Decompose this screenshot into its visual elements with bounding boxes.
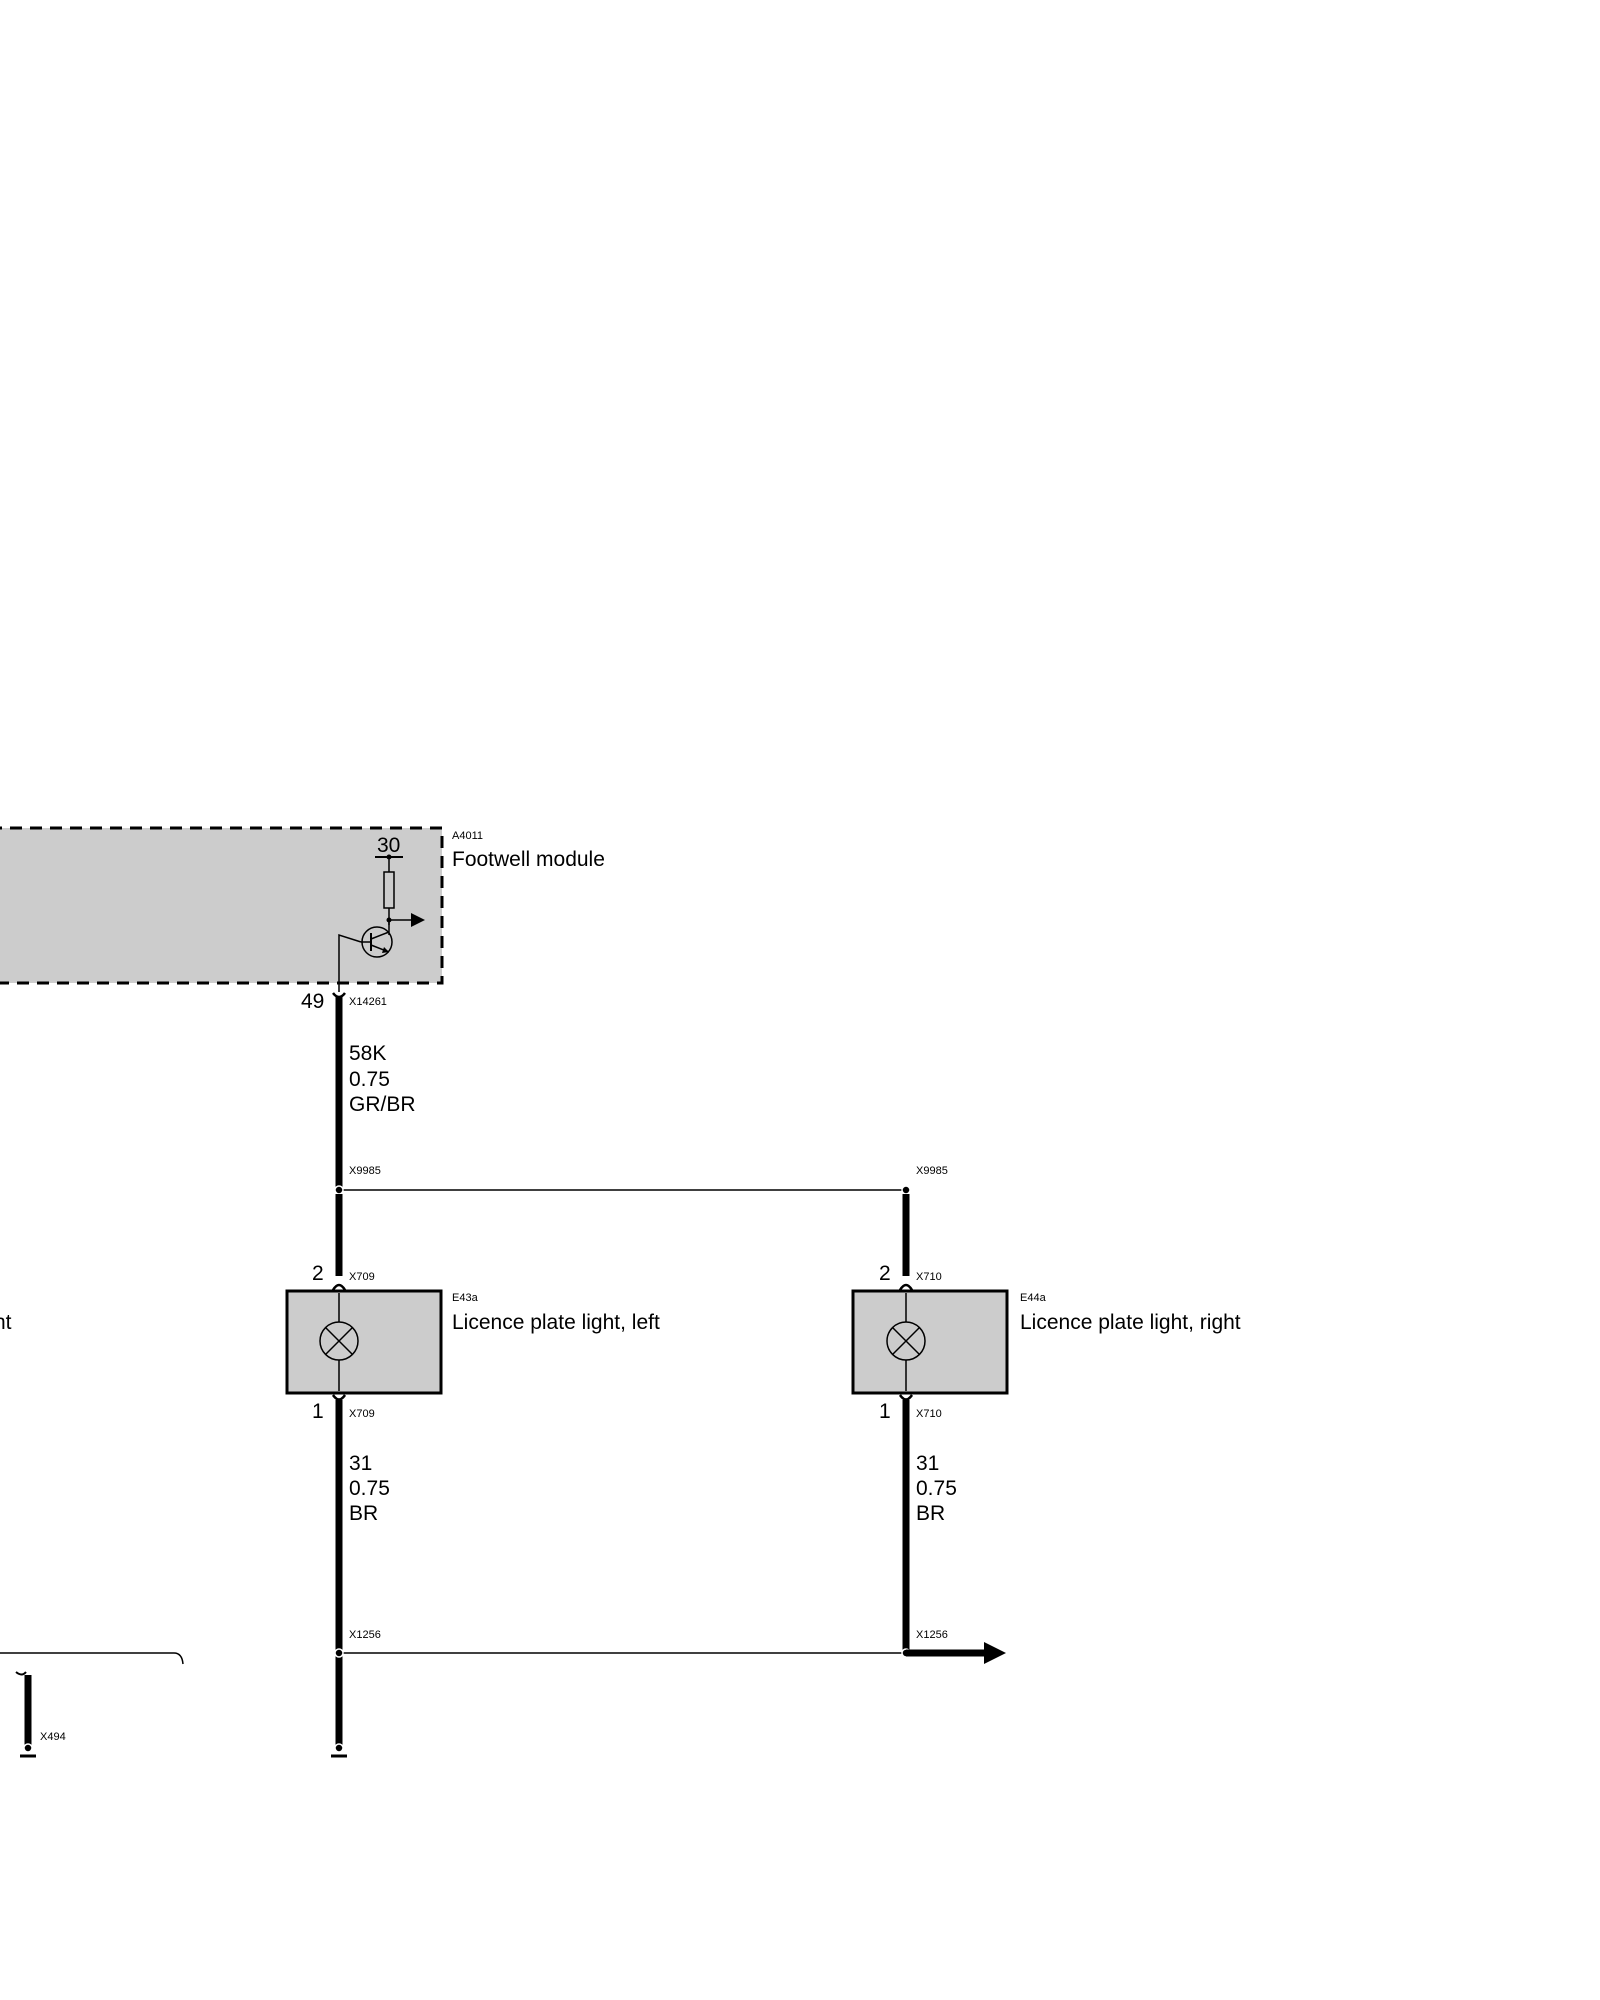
arrow-right-icon: [906, 1642, 1006, 1664]
licence-plate-light-left[interactable]: 2 X709 E43a Licence plate light, left 1 …: [285, 1262, 660, 1423]
ground-wire-right-label: 31 0.75 BR: [916, 1452, 957, 1525]
footwell-module-ref: A4011: [452, 830, 483, 842]
footwell-module[interactable]: A4011 Footwell module 30 49: [0, 826, 605, 1013]
wire-end-node: [334, 1743, 344, 1753]
lamp-left-top-connector: X709: [349, 1271, 375, 1283]
connector-icon: [898, 1283, 914, 1291]
transistor-icon: [338, 920, 393, 992]
lamp-left-name: Licence plate light, left: [452, 1311, 660, 1334]
lamp-left-box: [285, 1289, 443, 1395]
lamp-icon: [886, 1321, 926, 1361]
ground-point-label: X494: [40, 1731, 66, 1743]
partial-label: nt: [0, 1311, 12, 1334]
ground-left-gauge: 0.75: [349, 1477, 390, 1500]
ground-splice-node-left: [334, 1648, 344, 1658]
footwell-module-box: [0, 826, 444, 985]
licence-plate-light-right[interactable]: 2 X710 E44a Licence plate light, right 1…: [851, 1262, 1241, 1423]
lamp-left-top-pin: 2: [312, 1262, 324, 1285]
wire-58k-color: GR/BR: [349, 1093, 416, 1116]
wire-58k-label: 58K 0.75 GR/BR: [349, 1042, 416, 1116]
connector-icon: [898, 1394, 914, 1401]
wire-58k-circuit: 58K: [349, 1042, 386, 1065]
ground-right-circuit: 31: [916, 1452, 939, 1475]
ground-icon[interactable]: [15, 1671, 36, 1758]
ground-right-gauge: 0.75: [916, 1477, 957, 1500]
partial-bracket: [0, 1652, 184, 1665]
lamp-right-ref: E44a: [1020, 1292, 1047, 1304]
lamp-left-ref: E43a: [452, 1292, 479, 1304]
lamp-left-bottom-pin: 1: [312, 1400, 324, 1423]
connector-icon: [331, 1283, 347, 1291]
module-connector-label: X14261: [349, 996, 387, 1008]
lamp-right-top-pin: 2: [879, 1262, 891, 1285]
ground-splice-label-right: X1256: [916, 1629, 948, 1641]
ground-splice-label-left: X1256: [349, 1629, 381, 1641]
wire-58k-gauge: 0.75: [349, 1068, 390, 1091]
supply-node: [386, 854, 392, 860]
module-pin-number: 49: [301, 990, 324, 1013]
footwell-module-name: Footwell module: [452, 848, 605, 871]
supply-terminal-label: 30: [377, 834, 400, 857]
lamp-right-name: Licence plate light, right: [1020, 1311, 1241, 1334]
splice-label-left: X9985: [349, 1165, 381, 1177]
ground-left-circuit: 31: [349, 1452, 372, 1475]
lamp-right-bottom-pin: 1: [879, 1400, 891, 1423]
connector-icon: [331, 1394, 347, 1401]
ground-right-color: BR: [916, 1502, 945, 1525]
splice-node-right: [901, 1185, 911, 1195]
ground-wire-left-label: 31 0.75 BR: [349, 1452, 390, 1525]
lamp-right-box: [851, 1289, 1009, 1395]
lamp-icon: [319, 1321, 359, 1361]
lamp-right-top-connector: X710: [916, 1271, 942, 1283]
ground-left-color: BR: [349, 1502, 378, 1525]
lamp-right-bottom-connector: X710: [916, 1408, 942, 1420]
lamp-left-bottom-connector: X709: [349, 1408, 375, 1420]
splice-node-left: [334, 1185, 344, 1195]
splice-label-right: X9985: [916, 1165, 948, 1177]
